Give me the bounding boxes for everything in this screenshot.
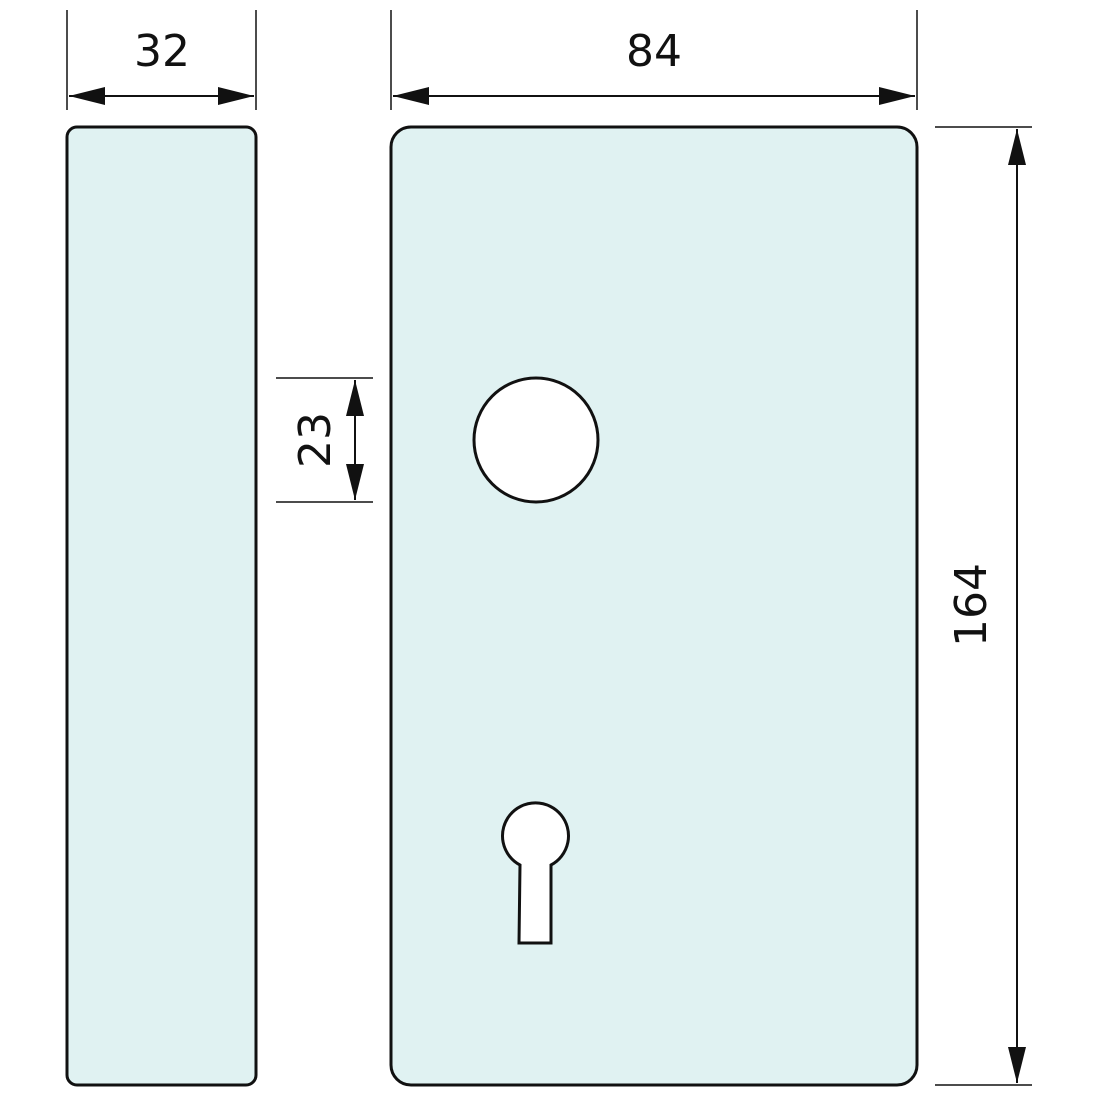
front-plate — [389, 125, 919, 1087]
plate-height-label: 164 — [946, 563, 997, 647]
side-width-label: 32 — [134, 26, 190, 77]
handle-hole — [472, 376, 600, 504]
plate-width-label: 84 — [626, 26, 682, 77]
dimension-plate-height — [935, 126, 1032, 1086]
dimension-plate-width — [390, 10, 918, 110]
side-profile — [65, 125, 258, 1087]
hole-offset-label: 23 — [290, 412, 341, 468]
dimension-side-width — [66, 10, 257, 110]
dimension-hole-offset — [276, 377, 373, 503]
keyhole — [501, 801, 570, 945]
